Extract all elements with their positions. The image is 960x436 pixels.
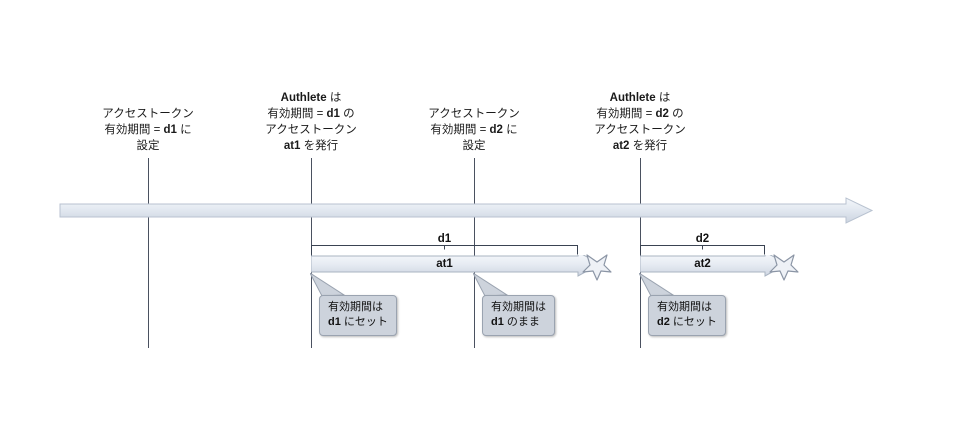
callout-1-line-2: d1 にセット [328,316,388,328]
event-label-4: Authlete は有効期間 = d2 のアクセストークン at2 を発行 [530,90,750,154]
event-label-2-line-1: Authlete は [280,92,342,104]
callout-box-1: 有効期間は d1 にセット [319,295,397,336]
event-label-3-line-1: アクセストークン [428,108,520,120]
event-label-3-line-3: 設定 [462,140,486,152]
duration-label-d1: d1 [437,233,452,245]
time-axis-arrow [59,197,874,224]
event-label-2-line-4: at1 を発行 [283,140,339,152]
callout-1-line-1: 有効期間は [328,301,383,313]
duration-bracket-d1 [311,241,580,260]
duration-label-d2: d2 [695,233,710,245]
event-label-1: アクセストークン有効期間 = d1 に設定 [38,106,258,154]
event-line-3 [474,158,475,348]
event-label-4-line-4: at2 を発行 [612,140,668,152]
event-label-3: アクセストークン有効期間 = d2 に設定 [364,106,584,154]
event-label-4-line-3: アクセストークン [594,124,686,136]
callout-2-line-2: d1 のまま [491,316,540,328]
duration-bracket-d2 [640,241,767,260]
callout-box-2: 有効期間は d1 のまま [482,295,555,336]
event-label-1-line-3: 設定 [136,140,160,152]
event-label-4-line-1: Authlete は [609,92,671,104]
event-label-2-line-2: 有効期間 = d1 の [267,108,355,120]
event-label-4-line-2: 有効期間 = d2 の [596,108,684,120]
callout-3-line-1: 有効期間は [657,301,712,313]
event-label-1-line-2: 有効期間 = d1 に [104,124,192,136]
expiry-x-icon-at1 [582,251,612,286]
token-bar-label-at2: at2 [694,258,711,270]
event-label-3-line-2: 有効期間 = d2 に [430,124,518,136]
event-label-1-line-1: アクセストークン [102,108,194,120]
event-line-1 [148,158,149,348]
callout-3-line-2: d2 にセット [657,316,717,328]
callout-box-3: 有効期間は d2 にセット [648,295,726,336]
event-label-2: Authlete は有効期間 = d1 のアクセストークン at1 を発行 [201,90,421,154]
event-label-2-line-3: アクセストークン [265,124,357,136]
expiry-x-icon-at2 [769,251,799,286]
token-bar-label-at1: at1 [436,258,453,270]
callout-2-line-1: 有効期間は [491,301,546,313]
